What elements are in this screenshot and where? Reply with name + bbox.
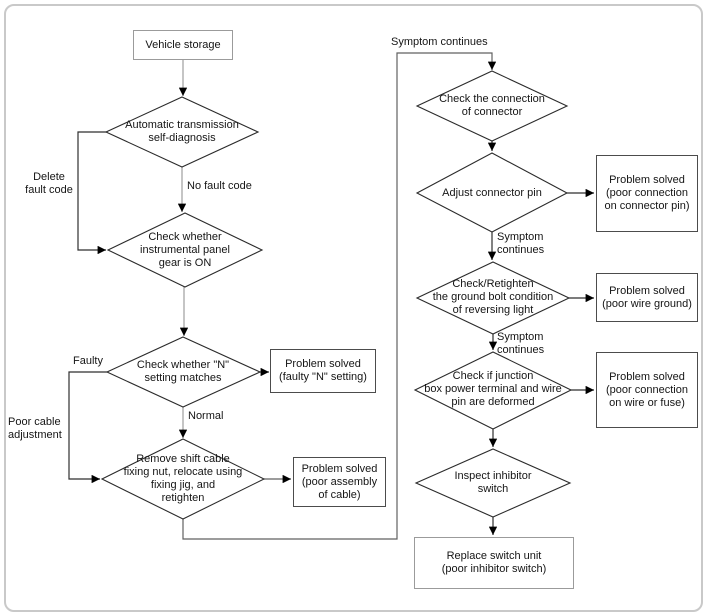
- edge-poor-cable-loop: [68, 371, 107, 484]
- node-solved-connector-pin: Problem solved (poor connection on conne…: [596, 155, 698, 232]
- node-solved-cable: Problem solved (poor assembly of cable): [293, 457, 386, 507]
- node-shift-cable-label: Remove shift cable fixing nut, relocate …: [123, 453, 243, 504]
- node-vehicle-storage: Vehicle storage: [133, 30, 233, 60]
- node-n-setting-label: Check whether "N" setting matches: [136, 359, 230, 384]
- node-solved-n-setting: Problem solved (faulty "N" setting): [270, 349, 376, 393]
- diamond-panel-gear: [106, 212, 264, 288]
- node-solved-wire-fuse: Problem solved (poor connection on wire …: [596, 352, 698, 428]
- edge-symptom-continues-to-connector: [182, 52, 497, 540]
- diamond-adjust-pin: [415, 152, 569, 233]
- edge-label-normal: Normal: [188, 410, 224, 422]
- diamond-self-diagnosis: [104, 96, 260, 168]
- node-self-diagnosis-label: Automatic transmission self-diagnosis: [125, 119, 239, 144]
- node-check-connector-label: Check the connection of connector: [439, 93, 545, 118]
- node-vehicle-storage-label: Vehicle storage: [145, 38, 221, 51]
- edge-label-no-fault-code: No fault code: [187, 180, 252, 192]
- edge-label-symptom-continues-top: Symptom continues: [391, 36, 488, 48]
- node-solved-wire-ground-label: Problem solved (poor wire ground): [602, 284, 692, 310]
- diamond-ground-bolt: [415, 261, 571, 335]
- node-junction-box-label: Check if junction box power terminal and…: [424, 370, 562, 408]
- diamond-inspect-switch: [414, 448, 572, 518]
- node-replace-switch-label: Replace switch unit (poor inhibitor swit…: [441, 550, 547, 575]
- edge-label-faulty: Faulty: [73, 355, 103, 367]
- edge-label-delete-fault-code: Delete fault code: [25, 171, 73, 196]
- node-solved-wire-ground: Problem solved (poor wire ground): [596, 273, 698, 322]
- edge-label-symptom-continues-1: Symptom continues: [497, 231, 545, 256]
- node-replace-switch: Replace switch unit (poor inhibitor swit…: [414, 537, 574, 589]
- diamond-junction-box: [413, 351, 573, 430]
- diamond-check-connector: [415, 70, 569, 142]
- edge-label-symptom-continues-2: Symptom continues: [497, 331, 545, 356]
- node-ground-bolt-label: Check/Retighten the ground bolt conditio…: [432, 278, 554, 316]
- edge-delete-fault-code-loop: [77, 131, 107, 255]
- edge-label-poor-cable-adjustment: Poor cable adjustment: [8, 416, 62, 441]
- node-solved-cable-label: Problem solved (poor assembly of cable): [301, 462, 378, 501]
- diamond-n-setting: [105, 336, 262, 408]
- page-border: [4, 4, 703, 612]
- node-inspect-switch-label: Inspect inhibitor switch: [454, 470, 532, 495]
- node-solved-n-setting-label: Problem solved (faulty "N" setting): [279, 358, 367, 383]
- node-solved-wire-fuse-label: Problem solved (poor connection on wire …: [606, 370, 688, 409]
- node-panel-gear-label: Check whether instrumental panel gear is…: [140, 231, 230, 269]
- diamond-shift-cable: [100, 438, 266, 520]
- node-solved-connector-pin-label: Problem solved (poor connection on conne…: [604, 174, 690, 212]
- node-adjust-pin-label: Adjust connector pin: [442, 187, 542, 199]
